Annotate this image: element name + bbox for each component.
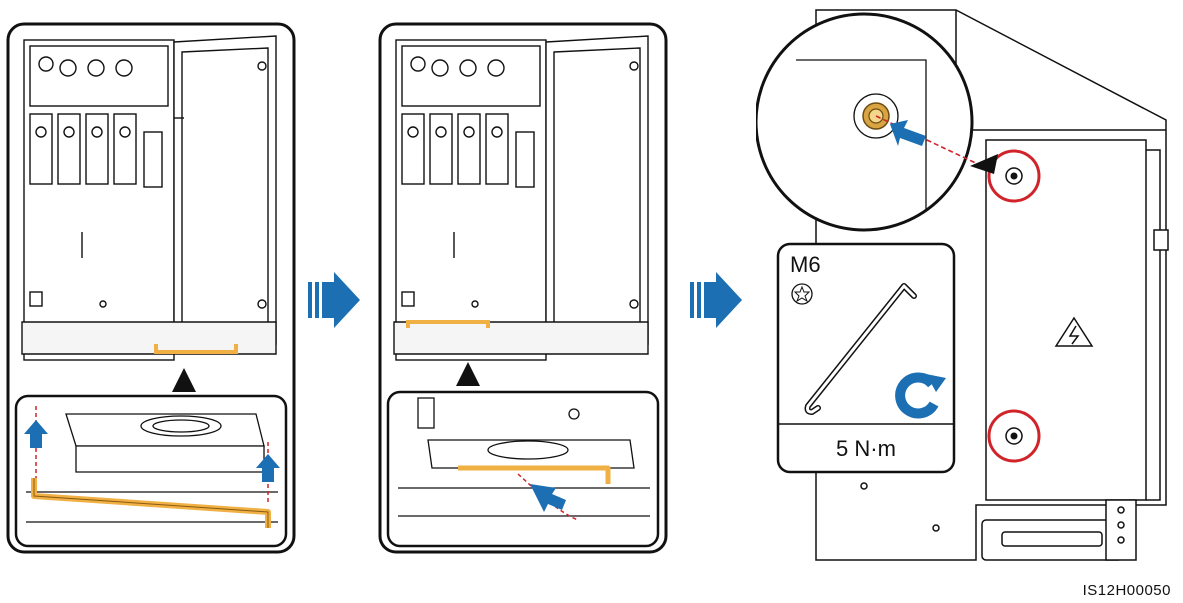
torque-value: 5 N·m (836, 436, 896, 461)
screw-bottom-icon (987, 409, 1041, 463)
panel-step-3: M6 5 N·m (756, 9, 1169, 561)
wire-bridge-icon (406, 320, 490, 328)
panel-step-2 (378, 22, 668, 554)
zoom-pointer-icon (172, 368, 196, 392)
cabinet-open-icon (21, 35, 277, 361)
panel-step-1 (6, 22, 296, 554)
wire-bridge-orange (458, 465, 611, 484)
high-voltage-warning-icon (1054, 316, 1094, 347)
up-arrow-icon (24, 420, 280, 482)
magnified-screw-view (756, 12, 983, 232)
fan-module-icon (398, 397, 650, 517)
tighten-clockwise-icon (895, 372, 946, 419)
screw-size-label: M6 (790, 252, 821, 277)
insert-arrow-icon (530, 484, 566, 512)
wire-bridge-icon (154, 344, 238, 354)
zoom-pointer-icon (456, 362, 480, 386)
next-step-arrow-icon (690, 272, 742, 328)
zoom-pointer-icon (970, 154, 998, 174)
cabinet-open-icon (393, 35, 649, 361)
highlight-circle-top (987, 149, 1041, 203)
torx-screw-head-icon (791, 283, 813, 305)
screw-top-icon (987, 149, 1041, 203)
figure-id-label: IS12H00050 (1082, 582, 1171, 599)
highlight-circle-bottom (987, 409, 1041, 463)
next-step-arrow-icon (308, 272, 360, 328)
insert-arrow-icon (890, 120, 926, 146)
